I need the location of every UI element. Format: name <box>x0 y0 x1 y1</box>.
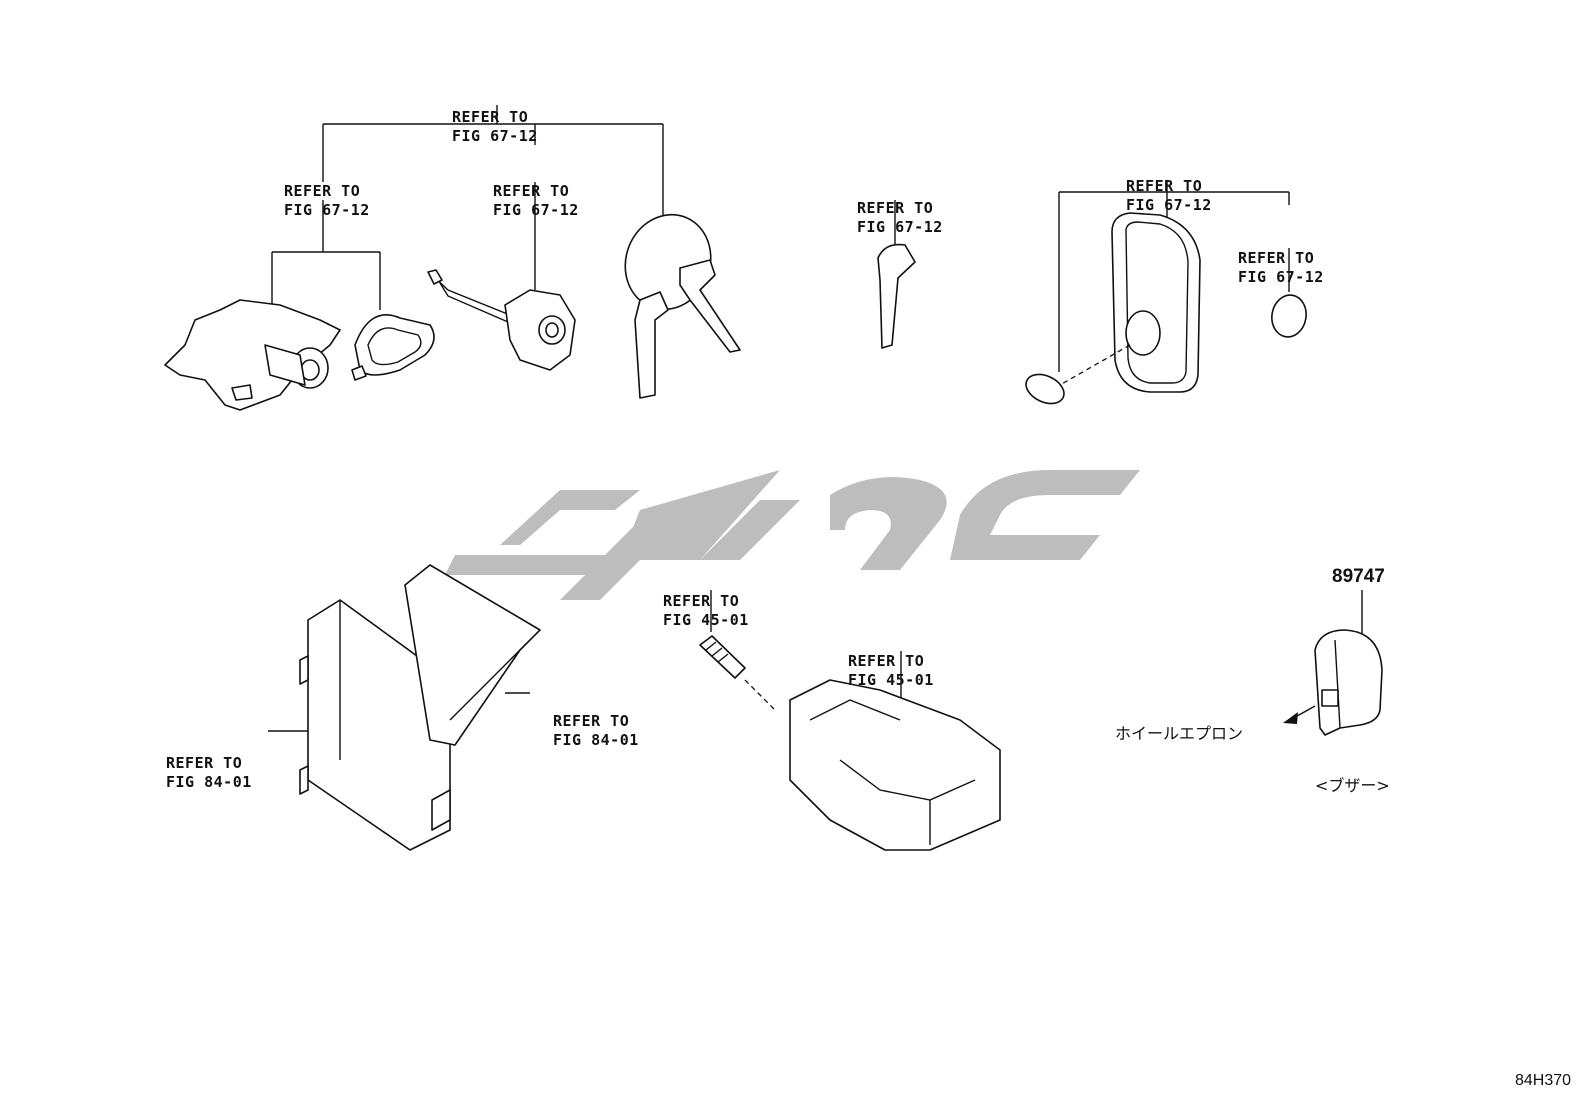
buzzer-caption: <ブザー> <box>1315 776 1390 795</box>
buzzer-part-number: 89747 <box>1332 566 1385 587</box>
leader-lines <box>268 105 1363 732</box>
blank-key <box>877 243 916 349</box>
ecu-module <box>299 564 541 851</box>
bulb <box>699 635 746 679</box>
door-lock-cylinder <box>164 299 341 411</box>
key-fob <box>1025 212 1307 405</box>
bulb-dashed-line <box>744 679 776 711</box>
buzzer <box>1314 629 1383 736</box>
watermark-logo <box>445 470 1140 600</box>
direction-arrow-head <box>1283 712 1298 724</box>
direction-label: ホイールエプロン <box>1115 724 1244 743</box>
trunk-lock-cylinder <box>427 269 576 371</box>
lamp-housing <box>789 679 1001 851</box>
gasket <box>351 314 435 381</box>
ignition-keys <box>624 213 741 399</box>
figure-code: 84H370 <box>1515 1072 1572 1089</box>
